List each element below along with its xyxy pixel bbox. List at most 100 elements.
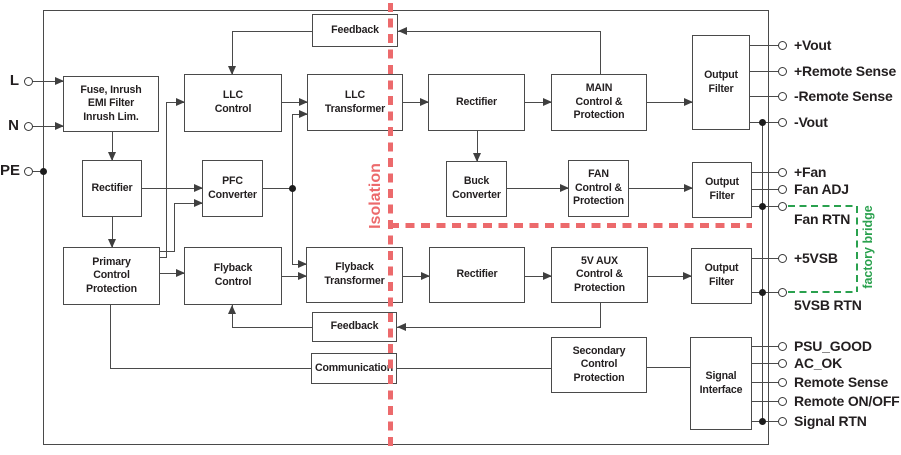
pin-fan-adj-label: Fan ADJ	[794, 181, 849, 197]
wire-pcp-pfc-arrowhead	[194, 199, 203, 208]
wire-remote-onoff	[752, 401, 780, 403]
wire-pcp-flyback-control-arrowhead	[176, 269, 185, 278]
block-aux-control-protection: 5V AUX Control & Protection	[551, 247, 648, 303]
pin-pe-label: PE	[0, 162, 21, 179]
isolation-label: Isolation	[367, 163, 384, 229]
pin-remote-onoff-label: Remote ON/OFF	[794, 393, 900, 409]
block-buck-converter-label: Buck Converter	[452, 175, 501, 201]
pin-remote-sense-terminal	[777, 377, 787, 387]
junction-dot	[758, 288, 766, 296]
block-rectifier-main: Rectifier	[428, 74, 525, 131]
wire-pcp-pfc	[174, 203, 204, 205]
block-llc-transformer-label: LLC Transformer	[324, 88, 386, 115]
wire-main-cp-output-filter-arrowhead	[684, 98, 693, 107]
pin-remote-sense-plus-terminal	[777, 66, 787, 76]
wire-aux-cp-feedback	[397, 327, 602, 329]
wire-buck-fan-cp-arrowhead	[560, 184, 569, 193]
pin-vout-plus-label: +Vout	[794, 37, 832, 53]
wire-rectifier-main-cp	[525, 102, 553, 104]
wire-flyback-control-transformer-arrowhead	[298, 272, 307, 281]
block-flyback-transformer: Flyback Transformer	[306, 247, 403, 303]
wire-scp-signal-interface	[647, 367, 692, 369]
wire-rectifier-main-cp-arrowhead	[543, 98, 552, 107]
block-pfc-converter: PFC Converter	[202, 160, 263, 217]
block-llc-transformer: LLC Transformer	[307, 74, 403, 131]
factory-bridge-line	[855, 206, 859, 292]
wire-pfc-flyback-transformer-arrowhead	[298, 260, 307, 269]
wire-aux-cp-feedback	[600, 303, 602, 329]
wire-flyback-transformer-rectifier-arrowhead	[421, 272, 430, 281]
wire-l-input	[32, 81, 65, 83]
factory-bridge-line	[788, 290, 857, 294]
block-primary-control-protection: Primary Control Protection	[63, 247, 160, 305]
wire-flyback-transformer-rectifier	[403, 276, 431, 278]
block-llc-control: LLC Control	[184, 74, 282, 132]
wire-remote-sense-signal	[752, 382, 780, 384]
wire-feedback-llc-control	[232, 31, 314, 33]
junction-dot	[288, 184, 296, 192]
block-output-filter-fan: Output Filter	[692, 162, 752, 218]
junction-dot	[39, 167, 47, 175]
block-main-control-protection-label: MAIN Control & Protection	[573, 82, 625, 122]
pin-remote-sense-label: Remote Sense	[794, 374, 889, 390]
factory-bridge-line	[788, 204, 857, 208]
pin-n-label: N	[8, 117, 19, 134]
block-aux-control-protection-label: 5V AUX Control & Protection	[574, 254, 625, 294]
wire-rectifier-pfc	[142, 188, 204, 190]
wire-5vsb-plus	[752, 258, 780, 260]
wire-pfc-llc-transformer	[292, 114, 294, 190]
wire-aux-cp-output-filter-arrowhead	[683, 272, 692, 281]
block-communication-label: Communication	[314, 361, 394, 374]
wire-rectifier-pfc-arrowhead	[194, 184, 203, 193]
wire-main-cp-feedback-arrowhead	[398, 27, 407, 36]
block-rectifier-main-label: Rectifier	[455, 95, 498, 108]
pin-fan-adj-terminal	[777, 184, 787, 194]
pin-signal-rtn-terminal	[777, 416, 787, 426]
pin-vout-minus-terminal	[777, 117, 787, 127]
block-fan-control-protection: FAN Control & Protection	[568, 160, 629, 217]
block-rectifier-aux-label: Rectifier	[456, 268, 498, 281]
wire-pcp-llc-control	[160, 257, 168, 259]
wire-ac-ok	[752, 363, 780, 365]
block-feedback-bottom-label: Feedback	[330, 320, 379, 333]
wire-rectifier-buck-arrowhead	[473, 153, 482, 162]
junction-dot	[758, 417, 766, 425]
block-output-filter-main: Output Filter	[692, 35, 750, 130]
psu-enclosure-outline	[43, 10, 769, 445]
wire-l-input-arrowhead	[55, 77, 64, 86]
wire-fuse-rectifier-arrowhead	[108, 152, 117, 161]
wire-main-cp-output-filter	[647, 102, 694, 104]
wire-llc-transformer-rectifier	[403, 102, 430, 104]
wire-pcp-pfc	[160, 251, 176, 253]
pin-vout-minus-label: -Vout	[794, 114, 828, 130]
block-rectifier-input-label: Rectifier	[91, 181, 133, 194]
wire-rectifier-pcp	[112, 217, 114, 249]
pin-l-terminal	[23, 76, 33, 86]
pin-signal-rtn-label: Signal RTN	[794, 413, 867, 429]
block-output-filter-5vsb-label: Output Filter	[704, 262, 739, 288]
wire-fan-rtn	[752, 206, 780, 208]
pin-5vsb-plus-terminal	[777, 253, 787, 263]
pin-vout-plus-terminal	[777, 40, 787, 50]
wire-rectifier-aux-cp-arrowhead	[543, 272, 552, 281]
wire-llc-control-transformer	[282, 102, 309, 104]
wire-feedback-llc-control-arrowhead	[228, 66, 237, 75]
block-llc-control-label: LLC Control	[214, 89, 252, 115]
pin-5vsb-plus-label: +5VSB	[794, 250, 838, 266]
wire-vout-plus	[750, 45, 780, 47]
pin-5vsb-rtn-label: 5VSB RTN	[794, 297, 862, 313]
wire-rtn-rail	[762, 122, 764, 423]
wire-aux-cp-feedback-arrowhead	[397, 323, 406, 332]
wire-main-cp-feedback	[600, 31, 602, 76]
wire-communication-bus	[110, 305, 112, 370]
pin-fan-plus-terminal	[777, 167, 787, 177]
wire-fan-cp-output-filter	[629, 188, 694, 190]
block-output-filter-5vsb: Output Filter	[691, 248, 752, 304]
block-feedback-top-label: Feedback	[331, 23, 379, 36]
pin-l-label: L	[9, 72, 19, 89]
block-signal-interface: Signal Interface	[690, 337, 752, 430]
block-fuse-emi-filter: Fuse, Inrush EMI Filter Inrush Lim.	[63, 76, 159, 132]
block-output-filter-fan-label: Output Filter	[705, 176, 739, 202]
wire-main-cp-feedback	[398, 31, 602, 33]
